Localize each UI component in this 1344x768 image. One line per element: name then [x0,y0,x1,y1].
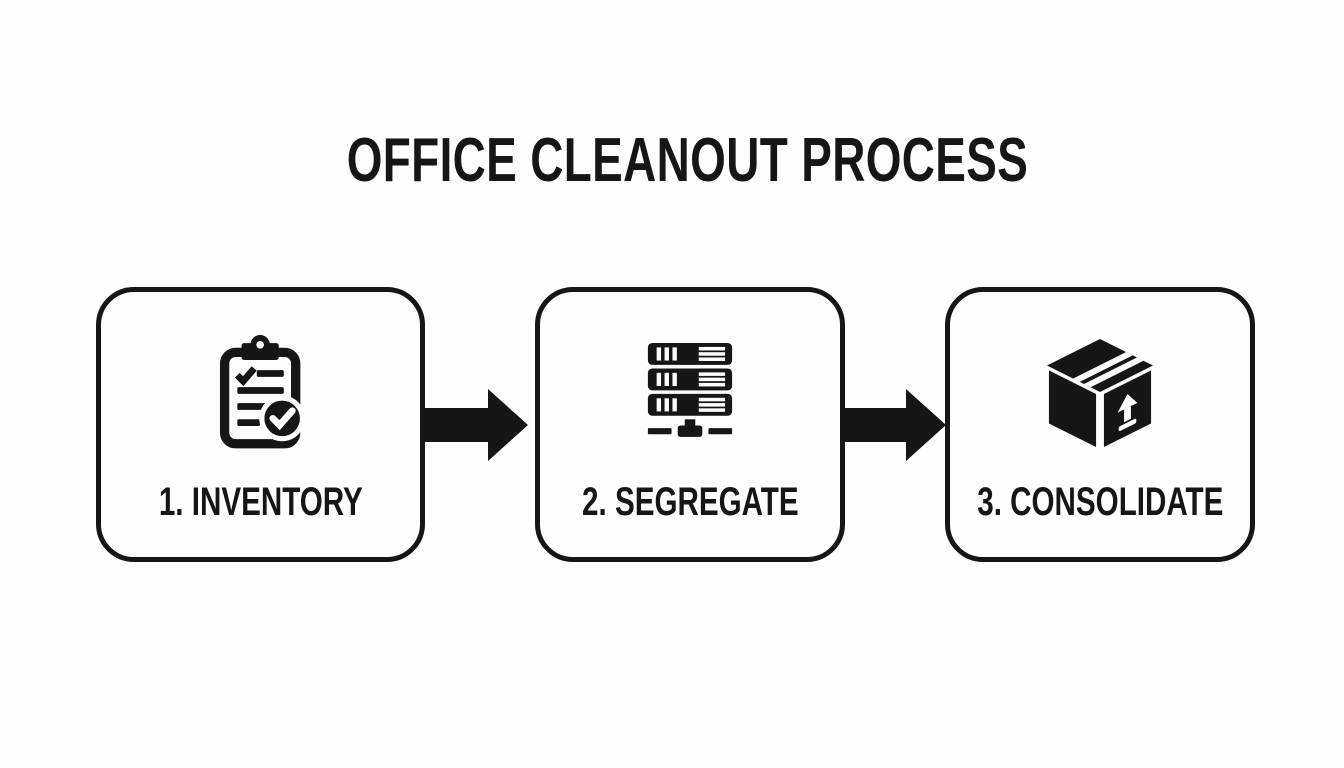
page-title: OFFICE CLEANOUT PROCESS [30,130,1344,192]
step-icon-slot [217,334,305,456]
step-box-consolidate: 3. CONSOLIDATE [945,287,1255,562]
step-box-inventory: 1. INVENTORY [96,287,425,562]
package-box-icon [1045,337,1155,454]
step-label: 2. SEGREGATE [544,482,837,522]
step-label-text: 3. CONSOLIDATE [976,480,1224,524]
server-rack-icon [646,342,734,448]
step-icon-slot [646,334,734,456]
arrow-right-icon [424,387,528,463]
step-label-text: 2. SEGREGATE [581,480,799,524]
clipboard-checklist-icon [217,333,305,458]
step-box-segregate: 2. SEGREGATE [535,287,845,562]
arrow-right-icon [842,387,946,463]
step-icon-slot [1045,334,1155,456]
step-label-text: 1. INVENTORY [158,480,363,524]
step-label: 3. CONSOLIDATE [934,482,1267,522]
step-label: 1. INVENTORY [123,482,399,522]
page-title-text: OFFICE CLEANOUT PROCESS [346,126,1028,195]
